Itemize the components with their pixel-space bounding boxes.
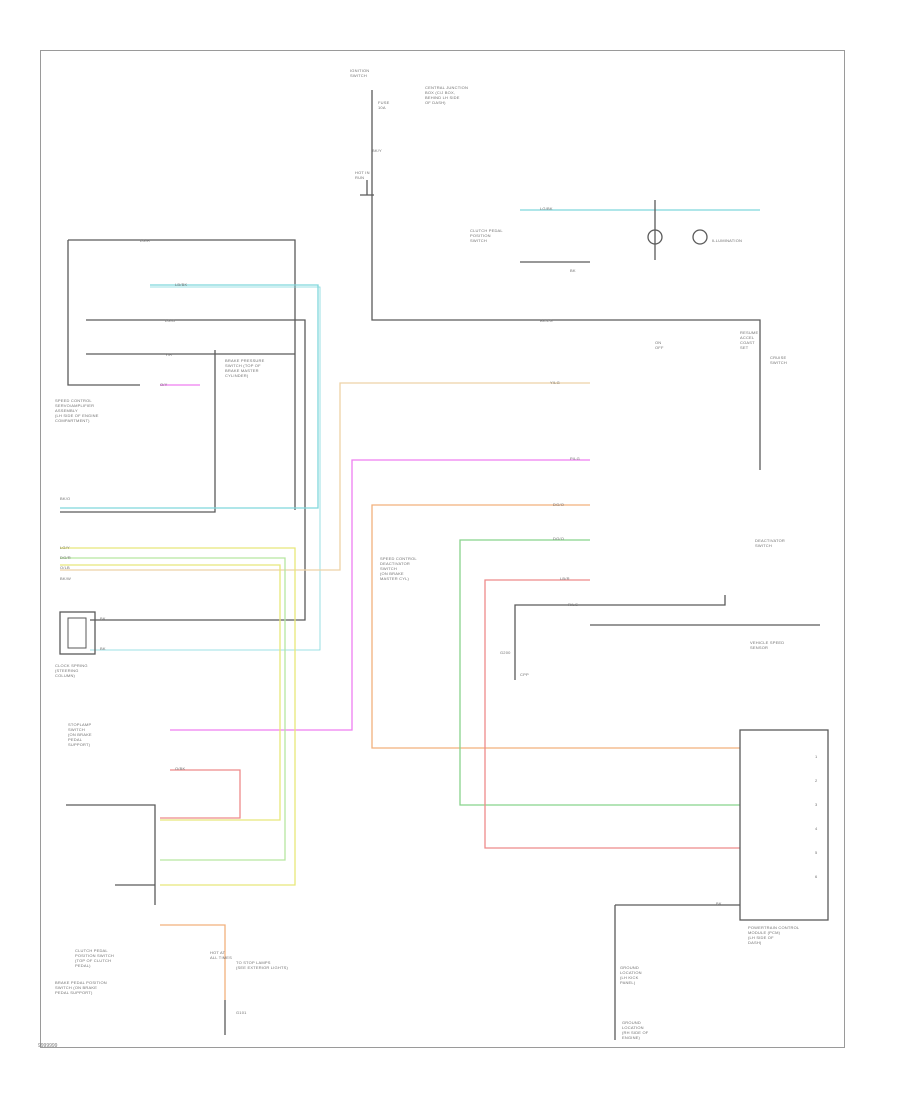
ignition-feed-wire — [371, 90, 761, 330]
label-stop-lamp-switch: STOPLAMP SWITCH (ON BRAKE PEDAL SUPPORT) — [68, 722, 92, 747]
label-speed-control-servo: SPEED CONTROL SERVO/AMPLIFIER ASSEMBLY (… — [55, 398, 99, 423]
wire-label-17: LG/Y — [60, 545, 70, 550]
wire-label-18: DG/R — [60, 555, 71, 560]
label-to-stop-lamps: TO STOP LAMPS (SEE EXTERIOR LIGHTS) — [236, 960, 288, 970]
label-clock-spring: CLOCK SPRING (STEERING COLUMN) — [55, 663, 88, 678]
clutch-switch-black — [66, 804, 156, 905]
wire-label-14: DG/O — [553, 536, 565, 541]
switch-wire-top — [590, 595, 726, 606]
green-wire — [459, 539, 740, 806]
label-pcm: POWERTRAIN CONTROL MODULE (PCM) (LH SIDE… — [748, 925, 800, 945]
illumination-bulb-2 — [692, 229, 708, 245]
wire-label-23: BK — [100, 646, 106, 651]
clutch-switch-wire-orange — [160, 924, 226, 1000]
left-box-wire-1 — [86, 319, 306, 621]
wire-label-3: BK — [570, 268, 576, 273]
label-ground-loc-1: GROUND LOCATION (LH KICK PANEL) — [620, 965, 642, 985]
yellow-wire-2 — [60, 557, 286, 861]
label-g101: G101 — [236, 1010, 247, 1015]
label-hot-in-run: HOT IN RUN — [355, 170, 370, 180]
ground-wire-mid — [514, 604, 590, 680]
clutch-switch-wire-red — [160, 769, 241, 819]
wire-label-5: LB/BK — [175, 282, 188, 287]
label-deactivator-switch: DEACTIVATOR SWITCH — [755, 538, 785, 548]
wire-label-9: Y/R — [165, 352, 173, 357]
label-speed-control-deactivator: SPEED CONTROL DEACTIVATOR SWITCH (ON BRA… — [380, 556, 417, 581]
label-hot-at-all-times: HOT AT ALL TIMES — [210, 950, 233, 960]
servo-box — [739, 729, 829, 921]
label-servo-pins: 1 2 3 4 5 6 — [815, 754, 818, 879]
label-brake-switch: BRAKE PRESSURE SWITCH (TOP OF BRAKE MAST… — [225, 358, 265, 378]
wire-label-19: O/LB — [60, 565, 70, 570]
label-central-junction-box: CENTRAL JUNCTION BOX (C/J BOX, BEHIND LH… — [425, 85, 469, 105]
label-ground-loc-2: GROUND LOCATION (RH SIDE OF ENGINE) — [622, 1020, 649, 1040]
brake-pressure-switch-inner — [67, 617, 87, 649]
orange-wire — [371, 504, 740, 749]
pink-wire — [170, 459, 590, 731]
wire-label-7: Y/LG — [550, 380, 560, 385]
wire-label-22: BK — [100, 616, 106, 621]
wire-label-13: DG/O — [553, 502, 565, 507]
wire-label-12: P/LG — [570, 456, 580, 461]
wire-label-10: O/Y — [160, 382, 168, 387]
wire-label-20: BK/W — [60, 576, 72, 581]
label-resume-switch: RESUME ACCEL COAST SET — [740, 330, 759, 350]
tan-wire — [60, 382, 590, 571]
wire-label-4: LG/R — [140, 238, 151, 243]
wire-label-2: LG/BK — [540, 206, 553, 211]
label-ignition-switch: IGNITION SWITCH — [350, 68, 370, 78]
label-on-off-switch: ON OFF — [655, 340, 664, 350]
illumination-bulb-1 — [647, 229, 663, 245]
wire-label-24: BK — [716, 901, 722, 906]
left-box-wire-3 — [60, 350, 216, 513]
ground-symbol-1 — [360, 180, 374, 196]
wire-label-11: BK/O — [60, 496, 71, 501]
wire-label-16: R/LG — [568, 602, 579, 607]
cyan-wire — [60, 284, 319, 509]
wire-label-8: LG/O — [165, 318, 176, 323]
label-brake-pedal-position: BRAKE PEDAL POSITION SWITCH (ON BRAKE PE… — [55, 980, 107, 995]
label-g200: G200 — [500, 650, 511, 655]
wire-label-15: LB/R — [560, 576, 570, 581]
brake-pressure-switch — [59, 611, 96, 655]
wire-label-1: BK/Y — [372, 148, 382, 153]
yellow-wire-3 — [60, 564, 281, 821]
wire-label-6: BK/LG — [540, 318, 553, 323]
label-cpp: CPP — [520, 672, 529, 677]
diagram-frame — [40, 50, 845, 1048]
label-illumination: ILLUMINATION — [712, 238, 743, 243]
label-cruise-switch: CRUISE SWITCH — [770, 355, 787, 365]
yellow-wire-1 — [60, 547, 296, 886]
cyan-wire-2 — [90, 286, 321, 651]
label-clutch-pedal: CLUTCH PEDAL POSITION SWITCH (TOP OF CLU… — [75, 948, 114, 968]
wire-label-21: O/BK — [175, 766, 186, 771]
left-box-top — [67, 239, 296, 510]
label-vss: VEHICLE SPEED SENSOR — [750, 640, 785, 650]
label-clutch-pedal-switch: CLUTCH PEDAL POSITION SWITCH — [470, 228, 503, 243]
red-wire — [484, 579, 740, 849]
label-fuse: FUSE 10A — [378, 100, 390, 110]
diagram-id: 9999999 — [38, 1043, 58, 1049]
